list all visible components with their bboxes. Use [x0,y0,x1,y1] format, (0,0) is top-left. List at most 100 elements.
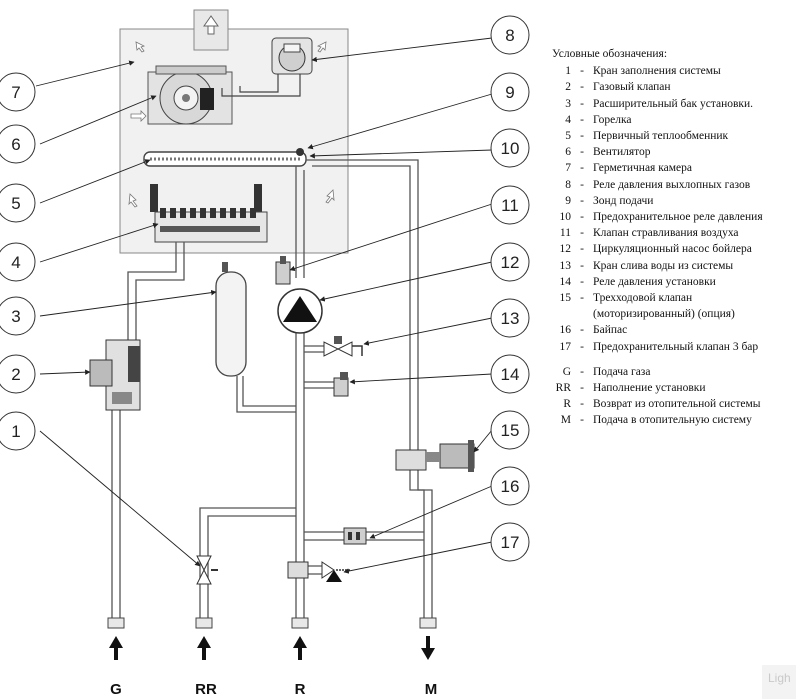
legend-row: 1-Кран заполнения системы [552,63,792,79]
legend-separator: - [580,130,584,143]
legend-text: Вентилятор [593,146,651,159]
watermark: Ligh [762,665,796,699]
legend-row: R-Возврат из отопительной системы [552,396,792,412]
legend-separator: - [580,211,584,224]
callout-6: 6 [0,124,36,164]
legend-title: Условные обозначения: [552,48,668,60]
legend-row: 6-Вентилятор [552,144,792,160]
legend-text: Байпас [593,324,628,337]
legend-separator: - [580,324,584,337]
leader-lines [35,37,493,574]
legend-number: G [562,365,571,378]
legend-separator [571,306,593,322]
svg-text:6: 6 [11,135,20,154]
legend-row: (моторизированный) (опция) [552,306,792,322]
connection-label-g: G [110,681,122,698]
legend-separator: - [580,178,584,191]
legend-text: Предохранительный клапан 3 бар [593,340,759,353]
callout-4: 4 [0,242,36,282]
legend-text: Расширительный бак установки. [593,97,754,110]
legend-number: 16 [559,324,572,337]
callout-5: 5 [0,183,36,223]
legend-row: 17-Предохранительный клапан 3 бар [552,339,792,355]
legend-row: 10-Предохранительное реле давления [552,209,792,225]
legend-row: 5-Первичный теплообменник [552,128,792,144]
legend-row: 4-Горелка [552,112,792,128]
legend-separator: - [580,65,584,78]
legend-row: 2-Газовый клапан [552,79,792,95]
fill-cock-icon [196,555,218,585]
svg-text:3: 3 [11,307,20,326]
legend-row: 11-Клапан стравливания воздуха [552,225,792,241]
legend-text: Реле давления выхлопных газов [593,178,751,191]
legend-separator: - [580,81,584,94]
svg-text:17: 17 [501,533,520,552]
svg-text:7: 7 [11,83,20,102]
callout-7: 7 [0,72,36,112]
legend-text: Реле давления установки [593,275,716,288]
legend-row: 3-Расширительный бак установки. [552,96,792,112]
legend-row: G-Подача газа [552,364,792,380]
legend-row: 14-Реле давления установки [552,274,792,290]
legend-row: RR-Наполнение установки [552,380,792,396]
three-way-valve-icon [395,440,475,472]
legend-separator: - [580,194,584,207]
svg-text:8: 8 [505,26,514,45]
legend-text: Подача газа [593,365,651,378]
legend-number: M [560,414,571,427]
legend-row: 9-Зонд подачи [552,193,792,209]
heat-exchanger-icon [143,151,307,212]
legend-row: 12-Циркуляционный насос бойлера [552,241,792,257]
callout-2: 2 [0,354,36,394]
legend-separator: - [580,398,584,411]
safety-valve-icon [287,561,350,582]
legend-separator: - [580,243,584,256]
legend-separator: - [580,365,584,378]
svg-text:5: 5 [11,194,20,213]
svg-text:10: 10 [501,139,520,158]
svg-text:12: 12 [501,253,520,272]
pressure-switch-icon [333,372,349,397]
svg-text:14: 14 [501,365,520,384]
legend-text: Циркуляционный насос бойлера [593,243,752,256]
legend-number: 7 [565,162,571,175]
legend-number: 14 [559,275,572,288]
expansion-tank-icon [215,262,247,377]
legend-number: 11 [559,227,571,240]
legend-number [552,306,571,322]
flow-probe-icon [296,148,304,156]
legend-separator: - [580,146,584,159]
callout-1: 1 [0,411,36,451]
callout-17: 17 [490,522,530,562]
legend-separator: - [580,340,584,353]
legend-text: Подача в отопительную систему [593,414,752,427]
legend-number: 13 [559,259,572,272]
callout-11: 11 [490,185,530,225]
legend-number: RR [555,382,571,395]
fan-icon [147,65,233,125]
legend-text: Трехходовой клапан [593,292,693,305]
legend-separator: - [580,382,584,395]
legend-text: Горелка [593,113,632,126]
legend-number: 10 [559,211,572,224]
legend-separator: - [580,414,584,427]
legend-text: Зонд подачи [593,194,654,207]
legend-number: 12 [559,243,572,256]
bypass-icon [343,527,367,545]
flow-arrows [109,636,435,660]
legend-row: 16-Байпас [552,322,792,338]
callout-16: 16 [490,466,530,506]
legend-number: 1 [565,65,571,78]
legend-number: 15 [559,292,572,305]
legend-row: M-Подача в отопительную систему [552,412,792,428]
legend-number: 8 [565,178,571,191]
callout-12: 12 [490,242,530,282]
legend-number: 4 [565,113,571,126]
legend-text: Наполнение установки [593,382,706,395]
legend-separator: - [580,162,584,175]
legend-row: 13-Кран слива воды из системы [552,258,792,274]
legend-text: Возврат из отопительной системы [593,398,761,411]
